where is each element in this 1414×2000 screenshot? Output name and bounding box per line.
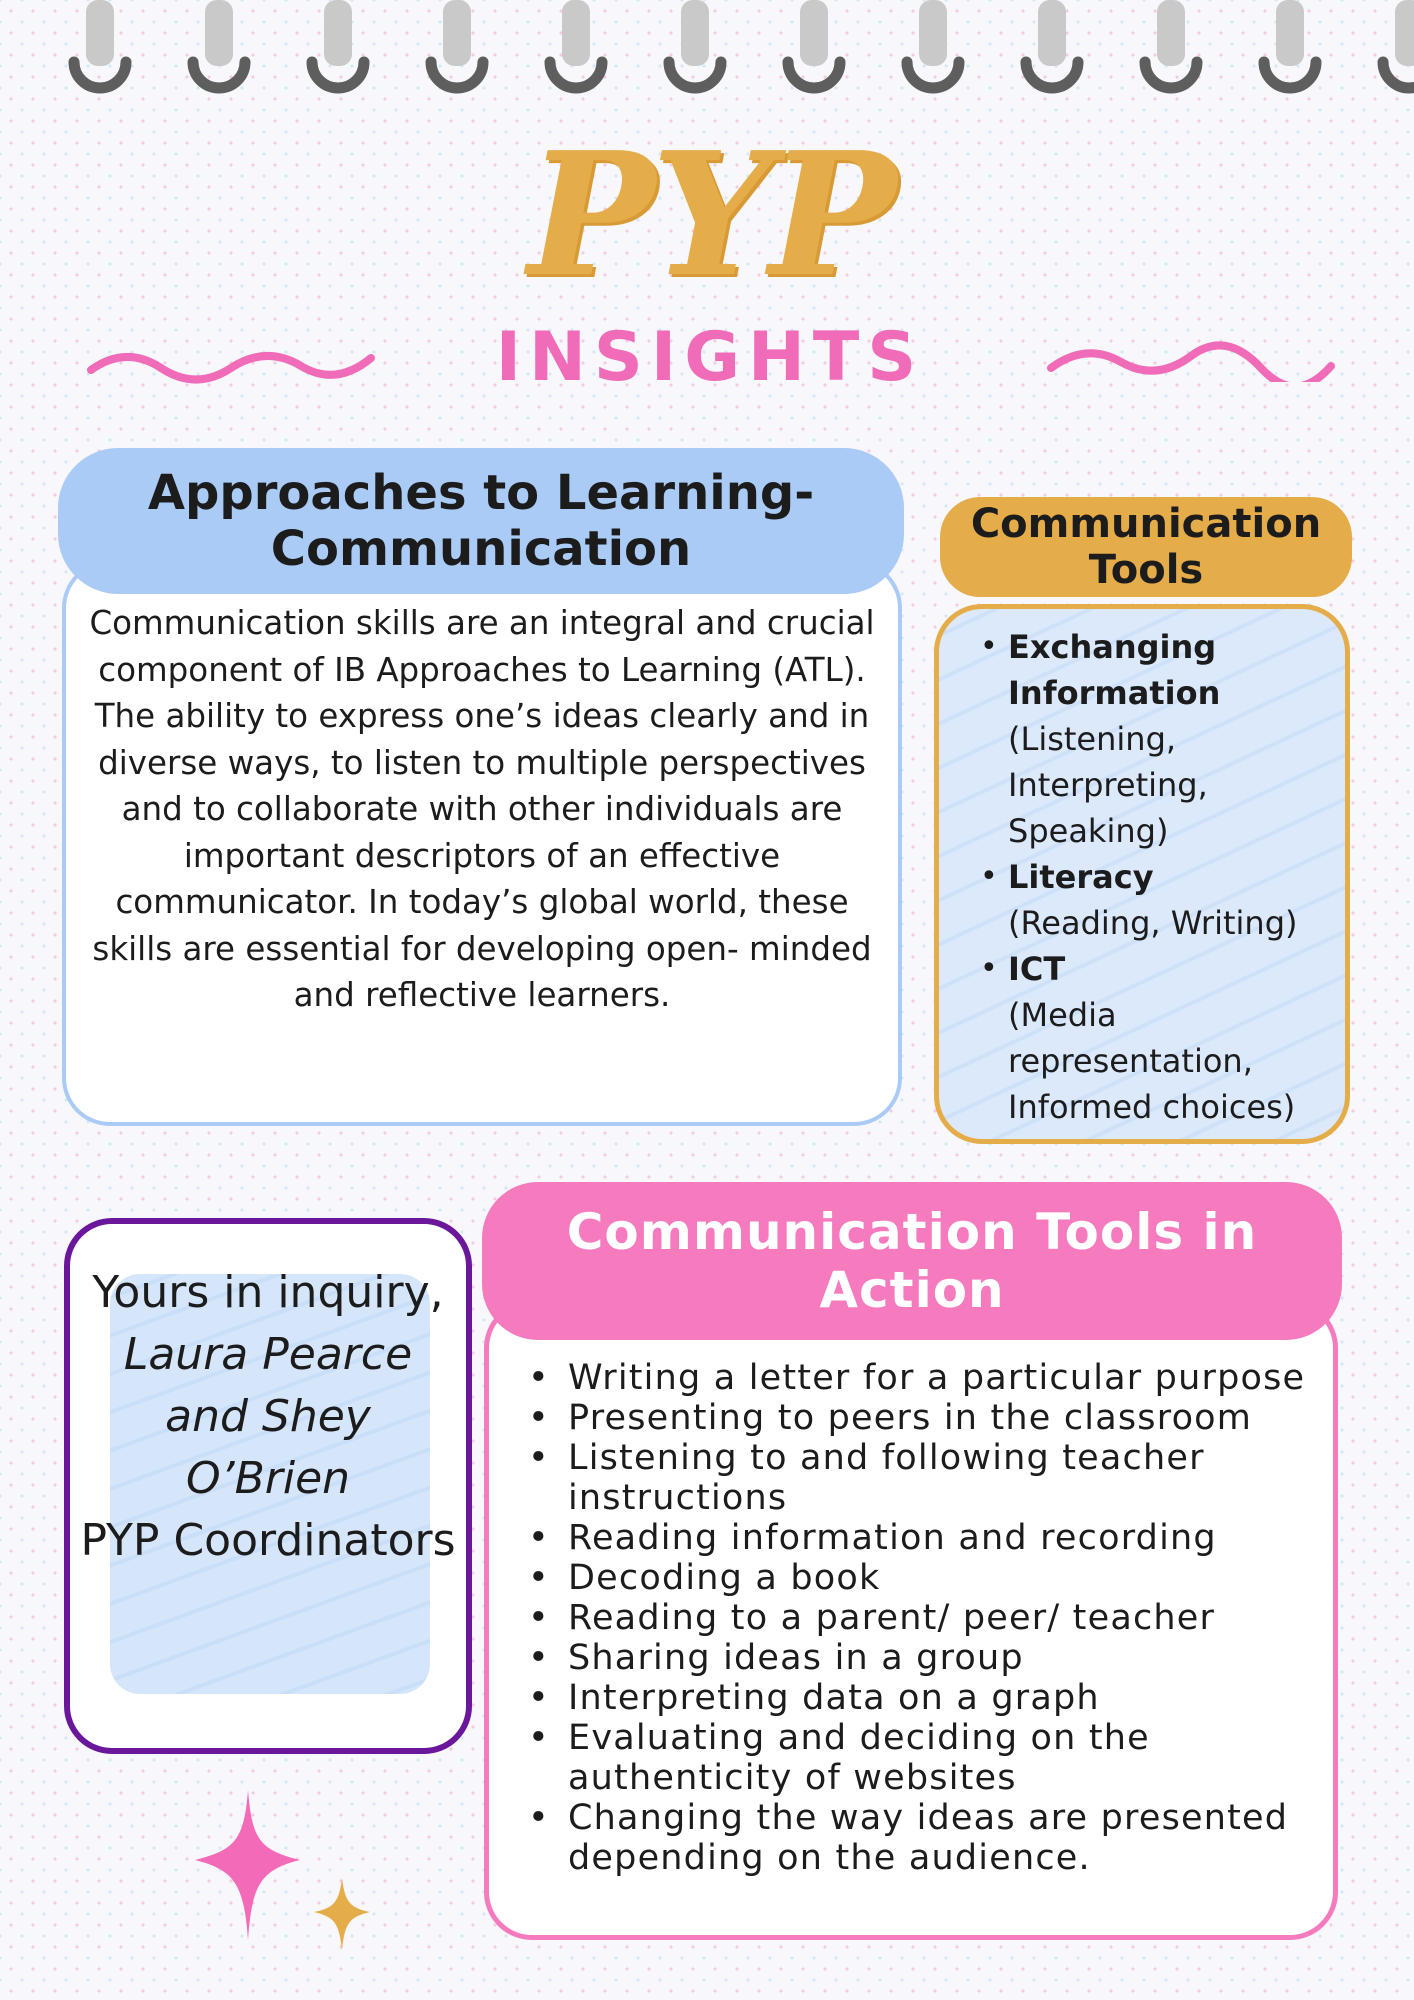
atl-heading: Approaches to Learning- Communication: [147, 465, 815, 577]
tool-title: Exchanging Information: [1008, 628, 1221, 712]
tool-detail: (Reading, Writing): [1008, 904, 1298, 942]
ring-bar: [1276, 0, 1304, 66]
ring-hole: [1139, 56, 1203, 94]
list-item: Interpreting data on a graph: [528, 1678, 1328, 1718]
sparkle-star-icon: [195, 1790, 300, 1940]
ring-hole: [663, 56, 727, 94]
ring-bar: [800, 0, 828, 66]
ring-bar: [205, 0, 233, 66]
wave-decoration-icon: [1047, 341, 1335, 382]
list-item: Sharing ideas in a group: [528, 1638, 1328, 1678]
list-item: Decoding a book: [528, 1558, 1328, 1598]
ring-bar: [562, 0, 590, 66]
ring-bar: [681, 0, 709, 66]
tool-title: ICT: [1008, 950, 1066, 988]
list-item: Exchanging Information (Listening, Inter…: [946, 624, 1346, 854]
ring-bar: [1157, 0, 1185, 66]
list-item: Listening to and following teacher instr…: [528, 1438, 1328, 1518]
ring-hole: [306, 56, 370, 94]
ring-hole: [187, 56, 251, 94]
ring-hole: [68, 56, 132, 94]
list-item: ICT (Media representation, Informed choi…: [946, 946, 1346, 1130]
tool-detail: (Media representation, Informed choices): [1008, 996, 1296, 1126]
ring-bar: [86, 0, 114, 66]
signoff-role: PYP Coordinators: [80, 1515, 456, 1566]
sparkle-star-icon: [314, 1878, 370, 1950]
ring-hole: [901, 56, 965, 94]
spiral-binding-icon: [68, 0, 1414, 94]
list-item: Literacy (Reading, Writing): [946, 854, 1346, 946]
ring-hole: [425, 56, 489, 94]
tool-detail: (Listening, Interpreting, Speaking): [1008, 720, 1208, 850]
action-heading-banner: Communication Tools in Action: [482, 1182, 1342, 1340]
ring-hole: [1020, 56, 1084, 94]
ring-bar: [443, 0, 471, 66]
list-item: Presenting to peers in the classroom: [528, 1398, 1328, 1438]
ring-hole: [1377, 56, 1414, 94]
signoff-text: Yours in inquiry, Laura Pearce and Shey …: [78, 1262, 458, 1572]
list-item: Reading information and recording: [528, 1518, 1328, 1558]
signoff-card: [64, 1218, 472, 1754]
ring-hole: [544, 56, 608, 94]
atl-body-text: Communication skills are an integral and…: [89, 604, 875, 1014]
tools-heading: Communication Tools: [970, 501, 1322, 593]
tools-list: Exchanging Information (Listening, Inter…: [946, 624, 1346, 1130]
page-title: PYP: [527, 115, 896, 315]
ring-bar: [324, 0, 352, 66]
page-subtitle: INSIGHTS: [495, 318, 925, 397]
ring-hole: [1258, 56, 1322, 94]
ring-bar: [919, 0, 947, 66]
tools-heading-banner: Communication Tools: [940, 497, 1352, 597]
atl-card: [62, 560, 902, 1126]
list-item: Evaluating and deciding on the authentic…: [528, 1718, 1328, 1798]
list-item: Writing a letter for a particular purpos…: [528, 1358, 1328, 1398]
ring-bar: [1038, 0, 1066, 66]
action-heading: Communication Tools in Action: [566, 1203, 1258, 1319]
list-item: Changing the way ideas are presented dep…: [528, 1798, 1328, 1878]
signoff-greeting: Yours in inquiry,: [92, 1267, 444, 1318]
ring-hole: [782, 56, 846, 94]
action-list: Writing a letter for a particular purpos…: [528, 1358, 1328, 1878]
atl-heading-banner: Approaches to Learning- Communication: [58, 448, 904, 594]
sparkle-star-icon: [195, 1790, 370, 1950]
signoff-names: Laura Pearce and Shey O’Brien: [123, 1329, 413, 1504]
list-item: Reading to a parent/ peer/ teacher: [528, 1598, 1328, 1638]
wave-decoration-icon: [87, 352, 375, 384]
ring-bar: [1395, 0, 1414, 66]
tool-title: Literacy: [1008, 858, 1154, 896]
scribble-highlight: [110, 1274, 430, 1694]
